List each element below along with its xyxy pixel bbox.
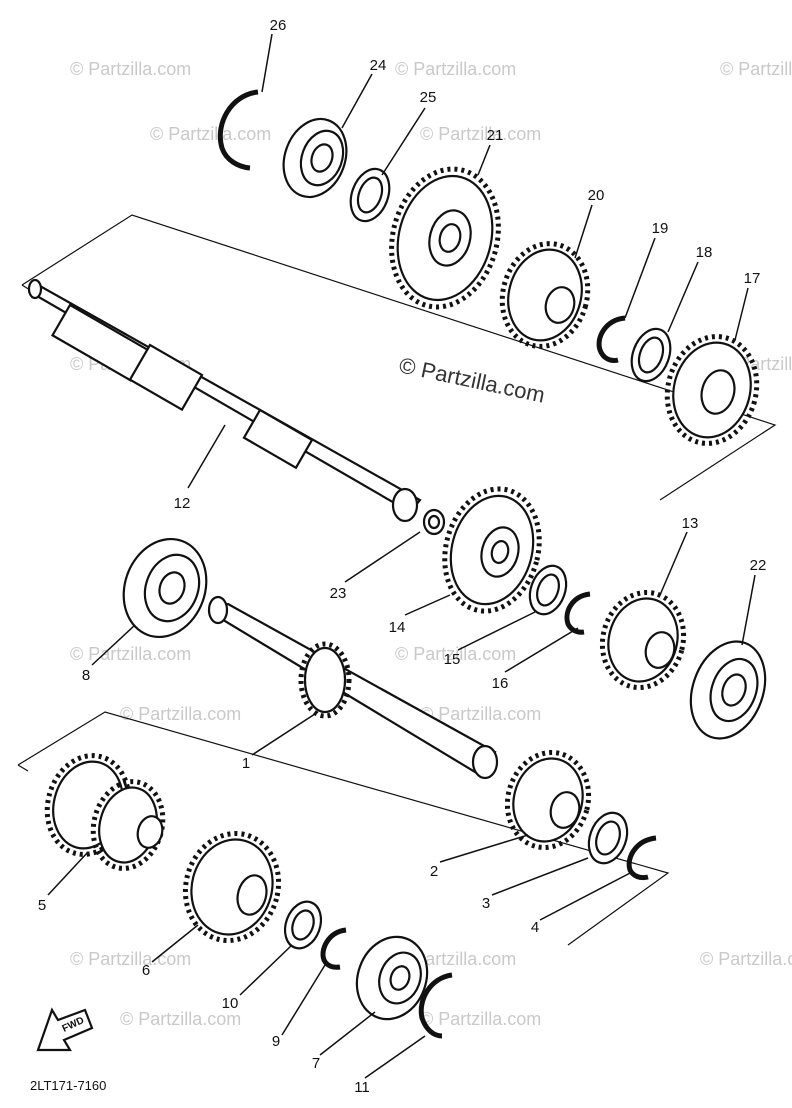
drawing-code: 2LT171-7160 (30, 1078, 106, 1093)
callout-9: 9 (272, 1033, 280, 1050)
washer-10-icon (283, 900, 323, 950)
bearing-8-icon (122, 537, 208, 639)
callout-11: 11 (354, 1079, 370, 1096)
watermark-main: © Partzilla.com (397, 352, 547, 407)
parts-layer (44, 89, 767, 1039)
watermark-text: © Partzilla.com (420, 1009, 541, 1029)
circlip-16-icon (564, 591, 591, 635)
fwd-arrow-icon: FWD (36, 1007, 94, 1052)
watermark-text: © Partzilla.com (395, 59, 516, 79)
main-axle-shaft (27, 278, 422, 523)
callout-16: 16 (492, 675, 509, 692)
callout-21: 21 (487, 127, 504, 144)
callout-labels: 26 24 25 21 20 19 18 17 12 23 14 13 22 1… (38, 17, 767, 1096)
gear-5-icon (44, 753, 166, 871)
callout-18: 18 (696, 244, 713, 261)
circlip-11-icon (418, 972, 453, 1039)
callout-4: 4 (531, 919, 539, 936)
watermark-text: © Partzilla.com (395, 644, 516, 664)
callout-23: 23 (330, 585, 347, 602)
watermark-text: © Partzilla.com (70, 59, 191, 79)
callout-10: 10 (222, 995, 239, 1012)
washer-25-icon (349, 167, 391, 223)
drive-axle-shaft (207, 595, 499, 780)
collar-23-icon (422, 508, 446, 536)
callout-15: 15 (444, 651, 461, 668)
callout-13: 13 (682, 515, 699, 532)
callout-22: 22 (750, 557, 767, 574)
callout-7: 7 (312, 1055, 320, 1072)
callout-19: 19 (652, 220, 669, 237)
gear-17-icon (664, 334, 760, 446)
watermark-text: © Partzilla.com (150, 124, 271, 144)
callout-1: 1 (242, 755, 250, 772)
callout-8: 8 (82, 667, 90, 684)
callout-26: 26 (270, 17, 287, 34)
callout-5: 5 (38, 897, 46, 914)
washer-3-icon (587, 811, 629, 865)
circlip-9-icon (320, 927, 347, 970)
watermark-text: © Partzilla.com (70, 644, 191, 664)
callout-2: 2 (430, 863, 438, 880)
watermark-text: © Partzilla.com (420, 124, 541, 144)
callout-6: 6 (142, 962, 150, 979)
callout-17: 17 (744, 270, 761, 287)
washer-18-icon (630, 327, 672, 383)
watermark-text: © Partzilla.com (120, 704, 241, 724)
callout-3: 3 (482, 895, 490, 912)
gear-21-icon (389, 166, 501, 310)
bearing-7-icon (355, 935, 429, 1021)
circlip-26-icon (217, 89, 259, 171)
callout-14: 14 (389, 619, 406, 636)
watermark-text: © Partzilla.com (700, 949, 792, 969)
group-box-lower (17, 711, 670, 946)
gear-6-icon (182, 830, 282, 944)
bearing-22-icon (689, 640, 767, 740)
gear-2-icon (504, 749, 592, 851)
watermark-text: © Partzilla.com (420, 704, 541, 724)
gear-13-icon (599, 589, 687, 691)
callout-24: 24 (370, 57, 387, 74)
gear-20-icon (499, 241, 591, 349)
callout-20: 20 (588, 187, 605, 204)
callout-25: 25 (420, 89, 437, 106)
watermark-text: © Partzilla.com (720, 59, 792, 79)
leader-lines (47, 33, 756, 1079)
watermark-text: © Partzilla.com (120, 1009, 241, 1029)
circlip-19-icon (596, 315, 626, 363)
gear-14-icon (442, 486, 542, 614)
circlip-4-icon (626, 835, 657, 881)
bearing-24-icon (282, 117, 348, 199)
callout-12: 12 (174, 495, 191, 512)
watermark-text: © Partzilla.com (70, 949, 191, 969)
washer-15-icon (528, 564, 568, 616)
